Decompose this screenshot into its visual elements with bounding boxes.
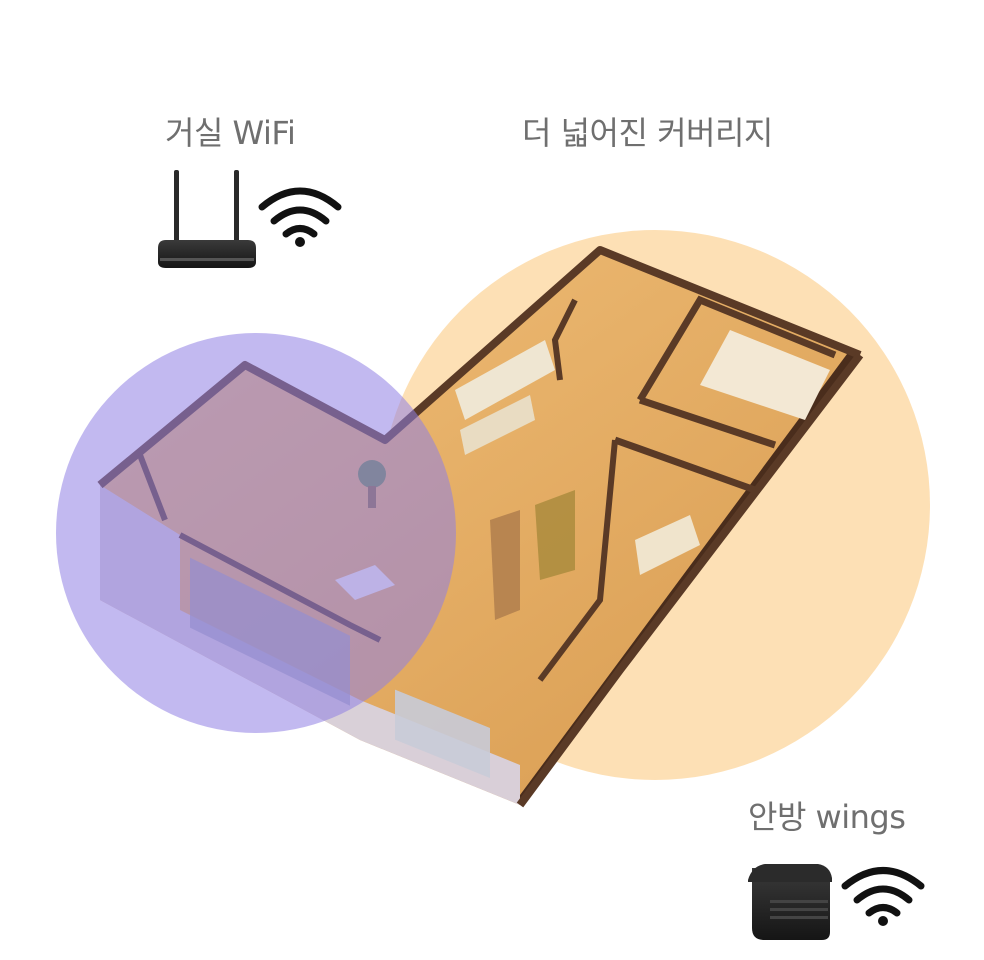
router-coverage-area: [56, 333, 456, 733]
router-icon: [158, 170, 256, 268]
wifi-signal-dot: [295, 237, 305, 247]
wifi-signal-dot: [878, 916, 888, 926]
wings-extender-icon: [748, 864, 832, 940]
coverage-label: 더 넓어진 커버리지: [522, 114, 773, 152]
room-wings-label: 안방 wings: [748, 798, 906, 836]
wifi-signal-icon: [841, 867, 925, 917]
living-wifi-label: 거실 WiFi: [165, 114, 296, 152]
wifi-signal-icon: [258, 187, 342, 238]
